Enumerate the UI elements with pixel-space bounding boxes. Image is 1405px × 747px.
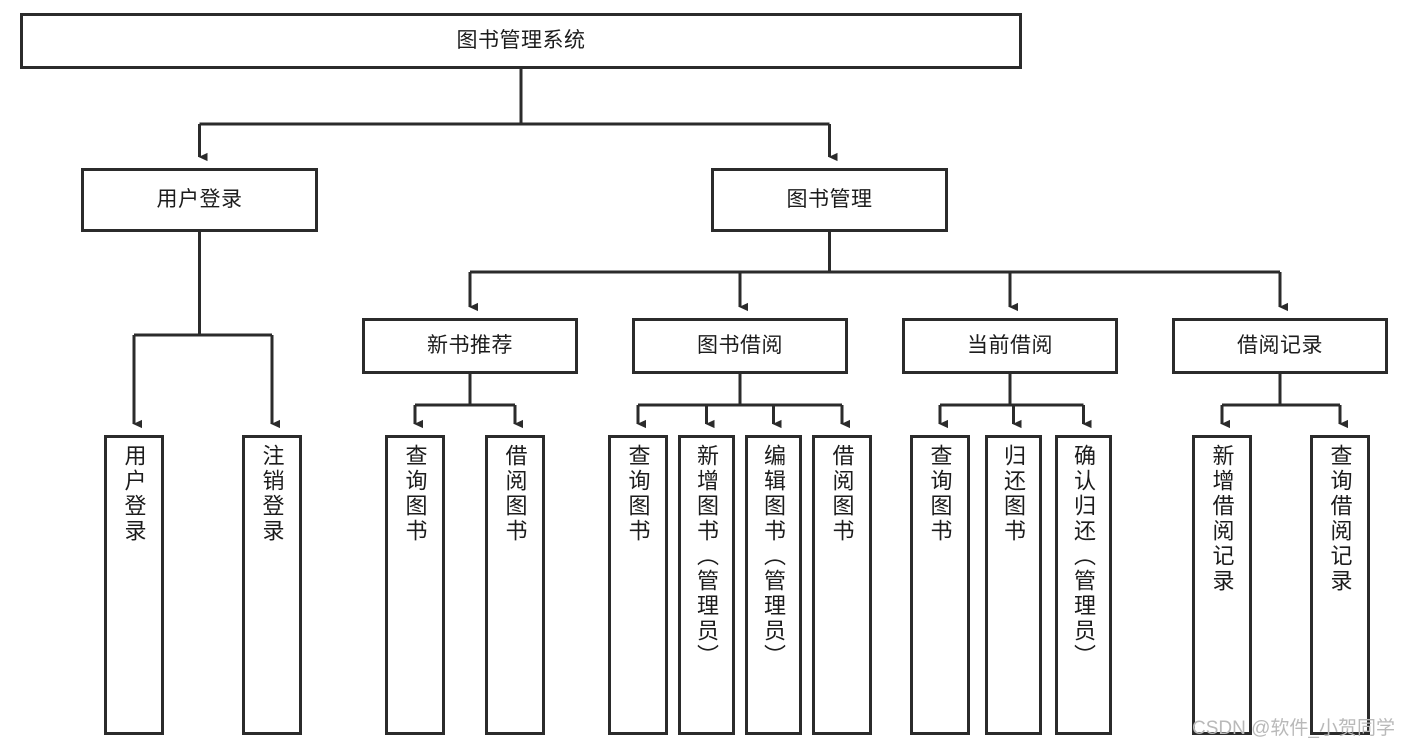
leaf-edit-book-label: 编辑图书（管理员） (761, 444, 787, 669)
leaf-return-book-label: 归还图书 (1001, 444, 1027, 544)
leaf-user-logout-label: 注销登录 (259, 444, 285, 544)
node-borrow-record[interactable]: 借阅记录 (1172, 318, 1388, 374)
leaf-borrow-book[interactable]: 借阅图书 (812, 435, 872, 735)
node-new-book-recommend[interactable]: 新书推荐 (362, 318, 578, 374)
node-borrow-record-label: 借阅记录 (1237, 334, 1323, 358)
leaf-add-borrow-record-label: 新增借阅记录 (1209, 444, 1235, 594)
leaf-query-book-recommend[interactable]: 查询图书 (385, 435, 445, 735)
leaf-add-book[interactable]: 新增图书（管理员） (678, 435, 735, 735)
leaf-return-book[interactable]: 归还图书 (985, 435, 1042, 735)
leaf-confirm-return-label: 确认归还（管理员） (1071, 444, 1097, 669)
leaf-borrow-book-recommend[interactable]: 借阅图书 (485, 435, 545, 735)
node-book-borrow-label: 图书借阅 (697, 334, 783, 358)
csdn-watermark: CSDN @软件_小贺同学 (1192, 718, 1395, 739)
leaf-user-login-label: 用户登录 (121, 444, 147, 544)
node-current-borrow[interactable]: 当前借阅 (902, 318, 1118, 374)
node-new-book-recommend-label: 新书推荐 (427, 334, 513, 358)
node-user-login[interactable]: 用户登录 (81, 168, 318, 232)
leaf-query-borrow-record[interactable]: 查询借阅记录 (1310, 435, 1370, 735)
leaf-query-book-borrow-label: 查询图书 (625, 444, 651, 544)
node-book-borrow[interactable]: 图书借阅 (632, 318, 848, 374)
node-book-management-label: 图书管理 (786, 188, 873, 212)
leaf-add-borrow-record[interactable]: 新增借阅记录 (1192, 435, 1252, 735)
leaf-query-borrow-record-label: 查询借阅记录 (1327, 444, 1353, 594)
leaf-edit-book[interactable]: 编辑图书（管理员） (745, 435, 802, 735)
leaf-user-login[interactable]: 用户登录 (104, 435, 164, 735)
leaf-query-book-borrow[interactable]: 查询图书 (608, 435, 668, 735)
leaf-query-book-current-label: 查询图书 (927, 444, 953, 544)
node-current-borrow-label: 当前借阅 (967, 334, 1053, 358)
node-book-management[interactable]: 图书管理 (711, 168, 948, 232)
leaf-query-book-recommend-label: 查询图书 (402, 444, 428, 544)
leaf-borrow-book-label: 借阅图书 (829, 444, 855, 544)
leaf-user-logout[interactable]: 注销登录 (242, 435, 302, 735)
leaf-add-book-label: 新增图书（管理员） (694, 444, 720, 669)
leaf-confirm-return[interactable]: 确认归还（管理员） (1055, 435, 1112, 735)
node-root[interactable]: 图书管理系统 (20, 13, 1022, 69)
node-root-label: 图书管理系统 (456, 29, 586, 53)
node-user-login-label: 用户登录 (156, 188, 243, 212)
leaf-query-book-current[interactable]: 查询图书 (910, 435, 970, 735)
leaf-borrow-book-recommend-label: 借阅图书 (502, 444, 528, 544)
